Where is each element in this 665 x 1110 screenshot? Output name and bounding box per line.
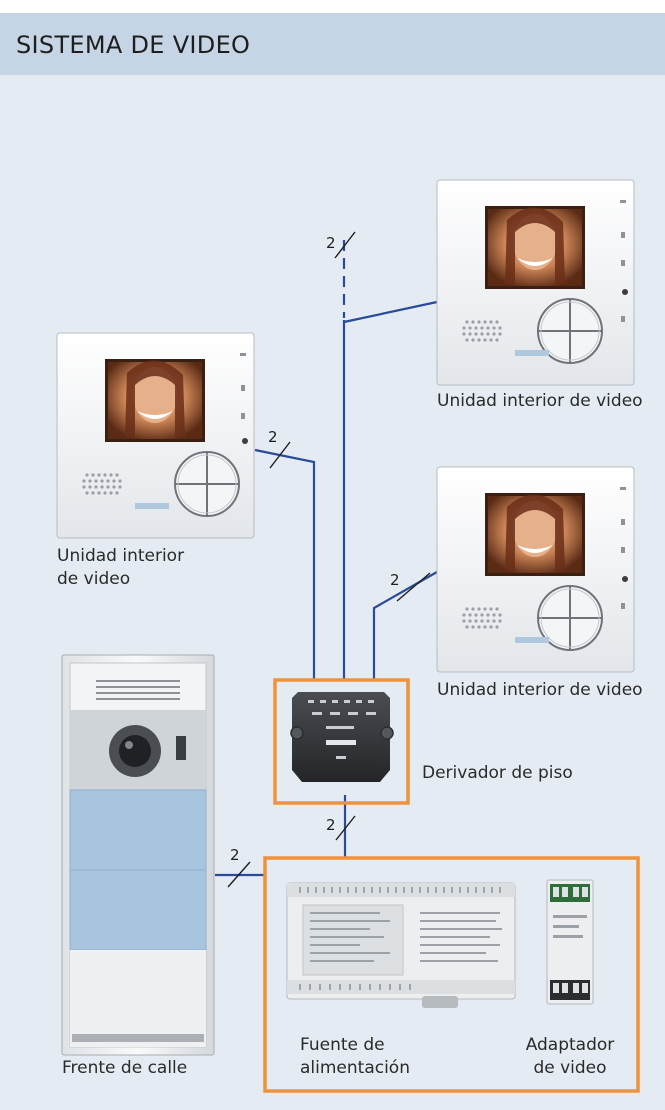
wire-count-label: 2 [230,846,240,864]
label-unit-left-line2: de video [57,569,131,589]
wire-count-label: 2 [326,234,336,252]
slash-mark [334,231,356,259]
brand-plate [515,350,549,356]
wire-count-label: 2 [268,428,278,446]
slash-mark [269,441,291,469]
wire-to-top-unit [343,300,438,324]
label-text-lines [310,912,502,962]
wire-count-marks [227,231,431,888]
label-unit-left-line1: Unidad interior [57,546,185,566]
label-power-supply-line2: alimentación [300,1058,410,1078]
name-card-2 [69,869,207,951]
label-unit-mid: Unidad interior de video [437,680,643,700]
speaker-grille [96,680,180,700]
wire-to-left-unit [254,448,316,680]
header-bar: SISTEMA DE VIDEO [0,13,665,75]
video-intercom-left [56,332,255,539]
floor-splitter-highlight-box [273,678,410,805]
side-buttons [620,487,628,609]
label-street-panel: Frente de calle [62,1058,188,1078]
speaker-grille [462,607,502,629]
power-supply-highlight-box [263,856,640,1093]
label-unit-top: Unidad interior de video [437,391,643,411]
label-power-supply-line1: Fuente de [300,1035,385,1055]
label-floor-splitter: Derivador de piso [422,763,573,783]
wire-count-label: 2 [390,571,400,589]
speaker-grille [82,473,122,495]
video-adapter-device [546,879,594,1005]
video-intercom-top [436,179,635,386]
vent-slots [299,887,501,893]
label-video-adapter-line2: de video [533,1058,607,1078]
video-intercom-middle [436,466,635,673]
slash-mark [396,572,431,602]
name-card-1 [69,789,207,871]
side-buttons [240,353,248,444]
side-buttons [620,200,628,322]
page-title: SISTEMA DE VIDEO [16,31,251,59]
floor-splitter-device [290,692,394,782]
slash-mark [227,861,251,888]
label-video-adapter-line1: Adaptador [525,1035,615,1055]
power-supply-device [286,882,516,1008]
keypad-ring [174,451,240,517]
terminal-labels [308,700,376,759]
keypad-ring [537,298,603,364]
wire-to-mid-unit [372,571,438,680]
speaker-grille [462,320,502,342]
slash-mark [335,815,356,841]
keypad-ring [537,585,603,651]
vent-slots [299,984,411,990]
brand-plate [515,637,549,643]
street-door-panel [61,654,215,1056]
wire-count-label: 2 [326,816,336,834]
brand-plate [135,503,169,509]
